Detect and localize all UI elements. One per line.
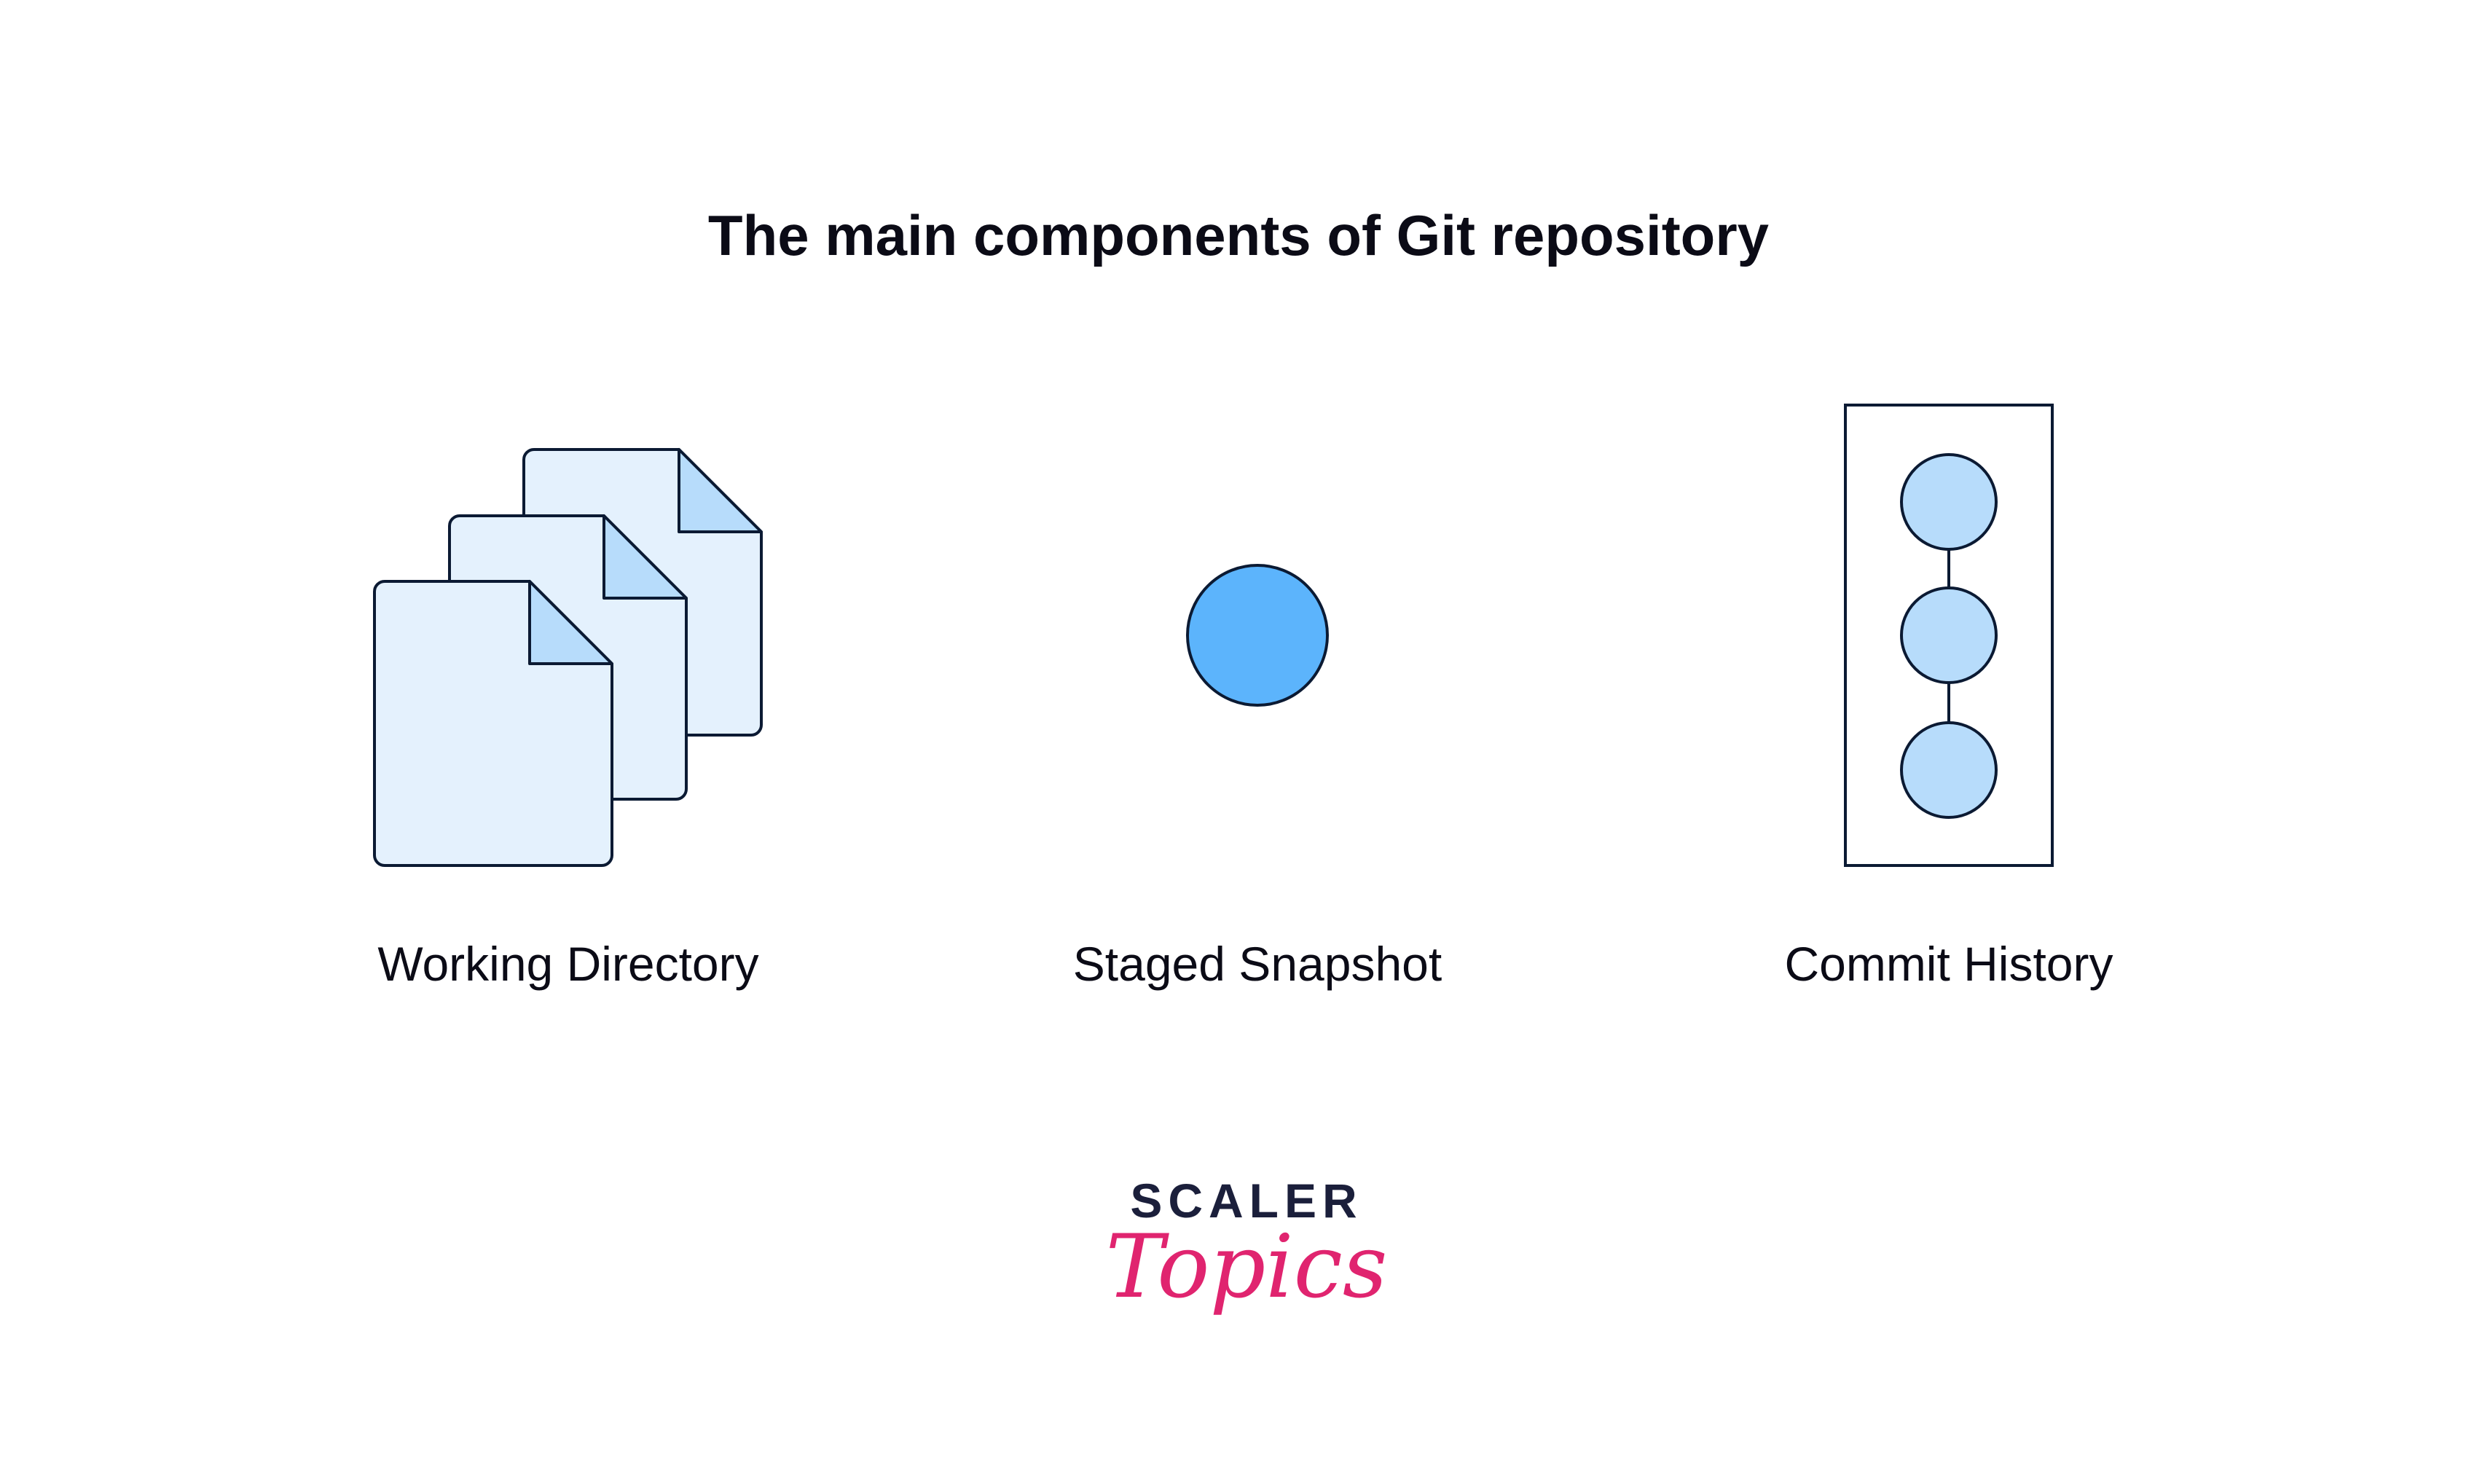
commit-node (1900, 453, 1998, 551)
commit-node (1900, 721, 1998, 819)
working-directory-label: Working Directory (377, 937, 759, 991)
logo-scaler-text: SCALER (1130, 1174, 1363, 1228)
diagram-title: The main components of Git repository (707, 203, 1770, 267)
commit-node (1900, 586, 1998, 684)
commit-chain-icon (1844, 404, 2054, 867)
stacked-files-icon (373, 448, 763, 867)
staged-snapshot-label: Staged Snapshot (1072, 937, 1442, 991)
commit-history-label: Commit History (1784, 937, 2113, 991)
logo-topics-text: Topics (1105, 1217, 1388, 1318)
file-icon-front (373, 580, 613, 867)
snapshot-circle-icon (1186, 564, 1329, 707)
